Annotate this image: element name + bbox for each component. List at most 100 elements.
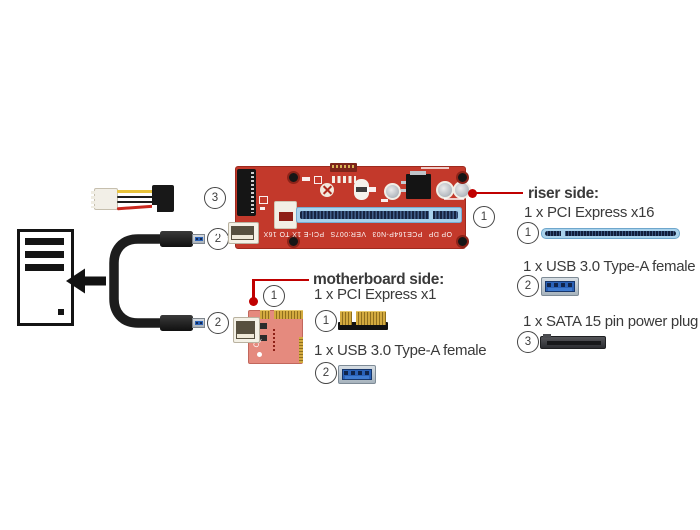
- callout-number: 1: [524, 227, 532, 239]
- card-silkscreen: [273, 329, 275, 351]
- callout-number: 2: [214, 233, 222, 245]
- legend-number: 3: [517, 331, 539, 353]
- gold-fingers-edge: [299, 337, 303, 363]
- riser-item-label: 1 x USB 3.0 Type-A female: [523, 258, 696, 275]
- usb3-port-graphic: [338, 365, 376, 384]
- sata-wire-yellow: [117, 190, 154, 193]
- usb3-type-a-port: [228, 222, 259, 244]
- pcie-x16-slot: [296, 207, 462, 223]
- usb-plug-tip: [192, 318, 205, 328]
- usb3-type-a-plug: [160, 231, 193, 247]
- legend-number: 1: [315, 310, 337, 332]
- mounting-hole: [287, 235, 300, 248]
- weee-bin-icon: [217, 230, 220, 238]
- callout-number: 1: [322, 315, 330, 327]
- usb-tongue: [548, 288, 572, 291]
- micro-text-line: [421, 167, 449, 169]
- mounting-hole: [456, 235, 469, 248]
- motherboard-item-label: 1 x USB 3.0 Type-A female: [314, 342, 487, 359]
- legend-number: 1: [517, 222, 539, 244]
- silkscreen-jumpers: OP DP: [428, 230, 452, 238]
- silkscreen-text: OP DP PCE164P-N03 VER:007S PCI-E 1X TO 1…: [217, 226, 452, 242]
- mosfet-leg: [401, 189, 406, 192]
- slot-pins: [300, 211, 458, 219]
- micro-text-line: [421, 164, 449, 166]
- usb3-type-a-port: [233, 317, 260, 343]
- usb-plug-pin: [200, 321, 202, 324]
- mosfet-component: [401, 171, 431, 199]
- riser-pointer-dot: [468, 188, 477, 198]
- capacitor: [384, 183, 401, 200]
- mounting-hole: [456, 171, 469, 184]
- legend-number: 2: [315, 362, 337, 384]
- callout-number: 1: [270, 290, 278, 302]
- motherboard-item-label: 1 x PCI Express x1: [314, 286, 437, 303]
- silkscreen-version: VER:007S: [330, 230, 367, 238]
- usb3-cable: [109, 234, 164, 328]
- riser-item-label: 1 x PCI Express x16: [524, 204, 655, 221]
- solder-pad: [260, 323, 267, 329]
- motherboard-side-heading: motherboard side:: [313, 271, 444, 288]
- usb3-port-graphic: [541, 277, 579, 296]
- mb-pointer-dot: [249, 297, 258, 306]
- molex-4pin-connector: [91, 188, 118, 210]
- callout-mainboard-card: 1: [263, 285, 285, 307]
- pcb-speck: [381, 199, 388, 202]
- insert-arrow-icon: [66, 268, 106, 294]
- usb-plug-pin: [196, 321, 198, 324]
- mb-pointer-line: [252, 278, 309, 281]
- edge-pin-connector: [330, 163, 357, 172]
- usb-port-tongue: [232, 235, 253, 239]
- callout-number: 2: [524, 280, 532, 292]
- pcb-speck: [259, 196, 268, 204]
- resistor-row: [332, 176, 356, 183]
- riser-item-label: 1 x SATA 15 pin power plug: [523, 313, 699, 330]
- usb-plug-tongue: [194, 320, 203, 325]
- riser-pointer-line: [475, 191, 523, 194]
- usb-port-tongue: [237, 334, 254, 338]
- callout-number: 3: [524, 336, 532, 348]
- callout-sata-cable: 3: [204, 187, 226, 209]
- computer-case-icon: [17, 229, 74, 326]
- diode-component: [354, 179, 369, 200]
- legend-number: 2: [517, 275, 539, 297]
- pcie-x16-slot-graphic: [541, 228, 680, 239]
- callout-number: 1: [480, 211, 488, 223]
- pcb-speck: [314, 176, 322, 184]
- usb-cavity: [545, 281, 575, 292]
- gold-fingers: [274, 310, 303, 319]
- edge-base: [338, 322, 388, 330]
- usb-pins: [344, 370, 370, 375]
- case-vent-bar: [25, 251, 64, 258]
- plug-slot: [547, 341, 601, 345]
- riser-side-heading: riser side:: [528, 185, 599, 202]
- slot-pins: [545, 231, 676, 236]
- case-power-dot: [58, 309, 64, 315]
- gold-fingers: [356, 311, 386, 325]
- mounting-hole: [287, 171, 300, 184]
- usb-tongue: [345, 376, 369, 379]
- callout-number: 2: [322, 367, 330, 379]
- sata-power-connector: [152, 185, 174, 212]
- fan-silkscreen-mark: [320, 183, 334, 197]
- callout-riser-board: 1: [473, 206, 495, 228]
- molex-ridges: [91, 191, 95, 208]
- pcb-speck: [260, 207, 265, 210]
- usb-plug-pin: [196, 237, 198, 240]
- silkscreen-model: PCE164P-N03: [372, 230, 423, 238]
- mb-pointer-line: [252, 278, 255, 300]
- riser-board: OP DP PCE164P-N03 VER:007S PCI-E 1X TO 1…: [217, 163, 471, 249]
- case-vent-bar: [25, 238, 64, 245]
- sata-wire-black: [117, 200, 154, 204]
- pcb-speck: [367, 187, 376, 192]
- slot-key: [429, 210, 433, 220]
- pcb-speck: [302, 177, 310, 181]
- sata-wire-red: [116, 204, 155, 210]
- sata-wire-black: [117, 195, 154, 199]
- slot-key: [561, 230, 565, 237]
- usb-plug-tip: [192, 234, 205, 244]
- usb-plug-tongue: [194, 236, 203, 241]
- usb-plug-pin: [200, 237, 202, 240]
- pcie-x1-edge-graphic: [338, 311, 388, 330]
